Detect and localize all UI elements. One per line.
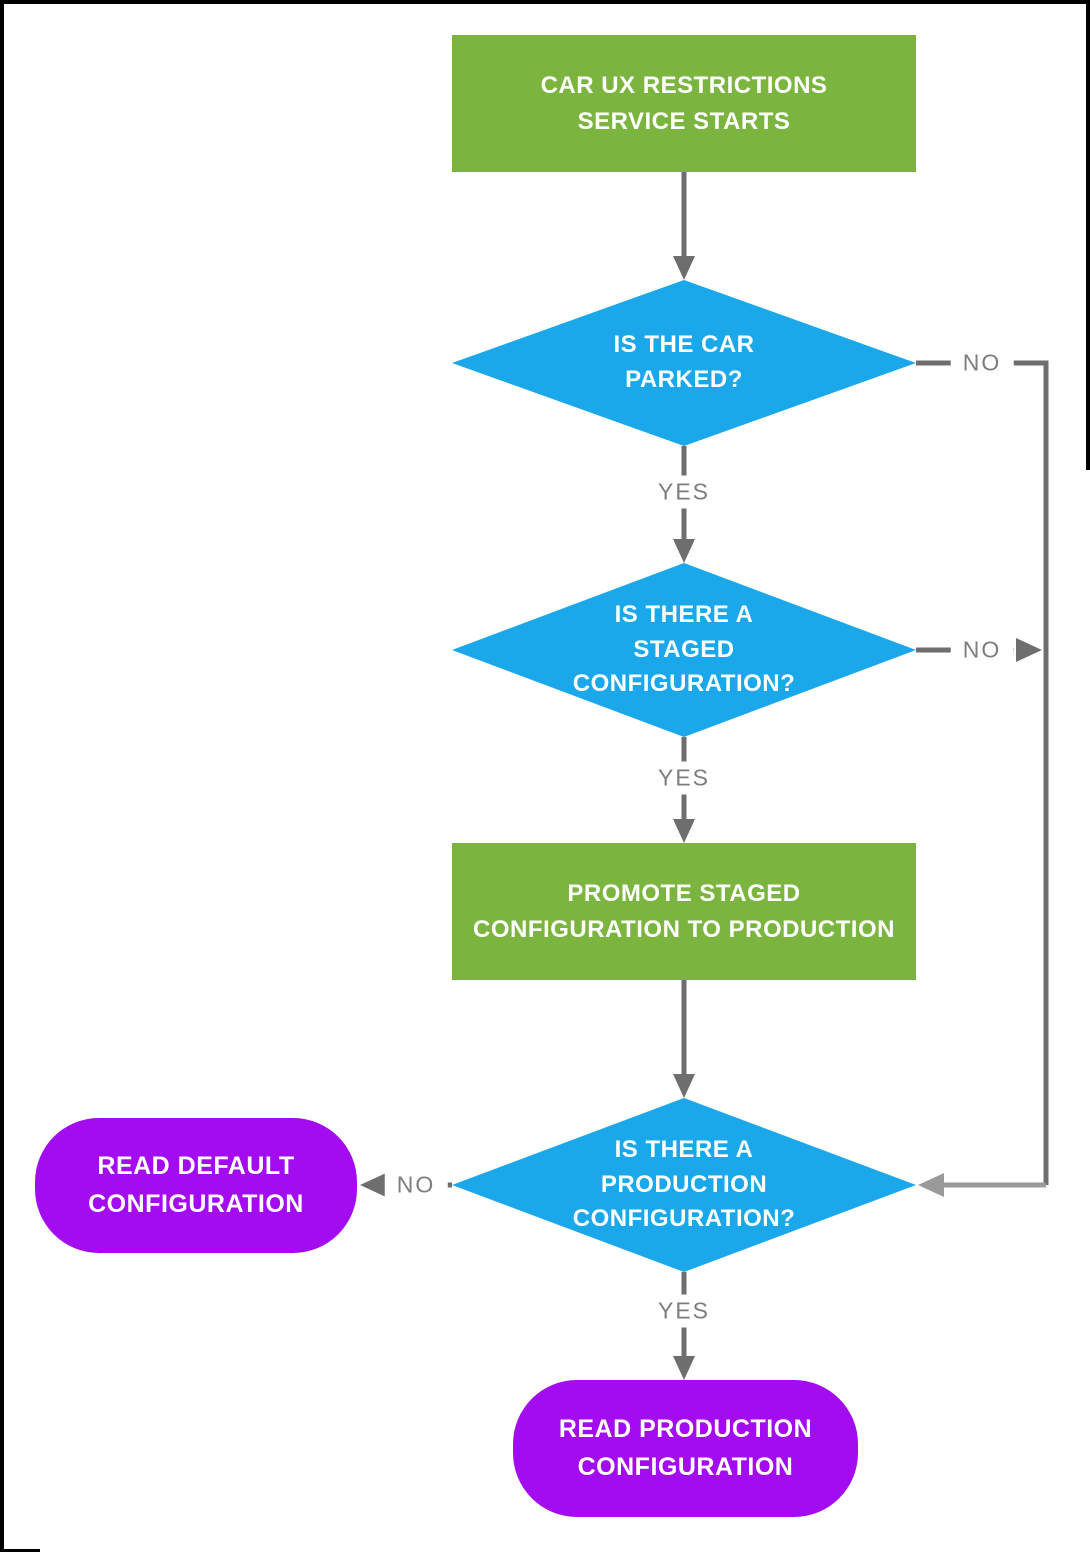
arrowhead-down-to-read-production (673, 1356, 695, 1380)
edge-label-yes-staged: YES (645, 761, 723, 795)
frame-border-right (1086, 0, 1090, 470)
edge-label-no-parked: NO (950, 346, 1014, 380)
decision-car-parked-label: IS THE CAR PARKED? (613, 331, 755, 393)
arrowhead-down-to-production (673, 1074, 695, 1098)
edge-label-yes-parked: YES (645, 475, 723, 509)
decision-production-configuration-label: IS THERE A PRODUCTION CONFIGURATION? (572, 1135, 796, 1233)
promote-staged-node: PROMOTE STAGED CONFIGURATION TO PRODUCTI… (452, 843, 916, 980)
arrowhead-down-to-promote (673, 819, 695, 843)
read-default-node-label: READ DEFAULT CONFIGURATION (88, 1152, 304, 1218)
promote-staged-node-label: PROMOTE STAGED CONFIGURATION TO PRODUCTI… (473, 879, 895, 943)
start-node-label: CAR UX RESTRICTIONS SERVICE STARTS (540, 71, 828, 135)
frame-border-left (0, 0, 4, 1552)
start-node: CAR UX RESTRICTIONS SERVICE STARTS (452, 35, 916, 172)
edge-label-yes-production: YES (645, 1294, 723, 1328)
read-default-node: READ DEFAULT CONFIGURATION (35, 1118, 357, 1253)
arrowhead-down-to-parked (673, 256, 695, 280)
edge-label-no-staged: NO (950, 633, 1014, 667)
arrowhead-left-into-production (918, 1173, 944, 1197)
edge-no-parked-side (916, 360, 1049, 1185)
frame-border-bottom (0, 1549, 40, 1552)
arrowhead-left-to-read-default (360, 1173, 386, 1197)
read-production-node: READ PRODUCTION CONFIGURATION (513, 1380, 858, 1517)
edge-label-no-production: NO (384, 1168, 448, 1202)
frame-border-top (0, 0, 1090, 4)
read-production-node-label: READ PRODUCTION CONFIGURATION (558, 1415, 813, 1481)
arrowhead-right-into-sideline (1016, 638, 1042, 662)
arrowhead-down-to-staged (673, 539, 695, 563)
decision-staged-configuration-label: IS THERE A STAGED CONFIGURATION? (572, 600, 796, 698)
